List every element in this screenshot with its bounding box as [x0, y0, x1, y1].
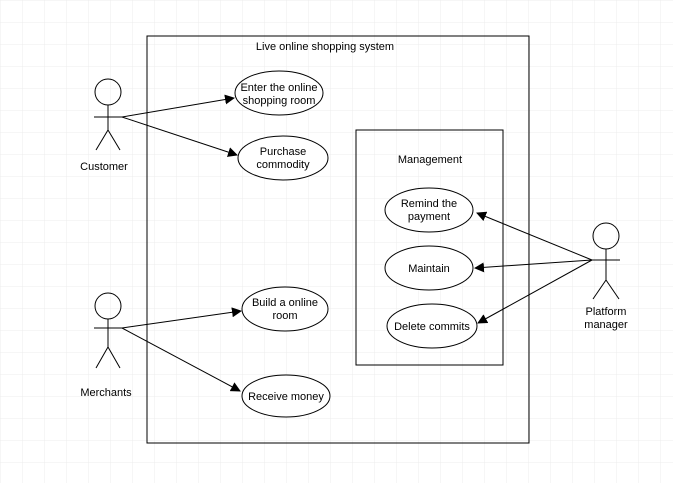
association-customer-enter-room [121, 94, 235, 118]
use-case-remind-payment-line2: payment [408, 211, 450, 223]
use-case-enter-room-line2: shopping room [243, 95, 316, 107]
use-case-delete-commits: Delete commits [386, 303, 478, 349]
use-case-maintain: Maintain [384, 245, 474, 291]
actor-platform-manager [592, 222, 620, 300]
use-case-remind-payment: Remind the payment [384, 187, 474, 233]
association-manager-remind-payment [476, 211, 593, 261]
use-case-maintain-line1: Maintain [408, 263, 450, 275]
management-boundary [355, 129, 504, 366]
association-merchants-receive-money [121, 327, 241, 392]
use-case-purchase-line1: Purchase [260, 146, 306, 158]
use-case-build-room-line2: room [272, 310, 297, 322]
management-title: Management [398, 154, 462, 166]
use-case-receive-money-line1: Receive money [248, 391, 324, 403]
use-case-purchase: Purchase commodity [237, 135, 329, 181]
actor-merchants-label: Merchants [80, 387, 132, 399]
actor-customer [94, 78, 122, 151]
use-case-receive-money: Receive money [241, 374, 331, 418]
actor-merchants [94, 292, 122, 369]
system-title: Live online shopping system [256, 41, 394, 53]
use-case-remind-payment-line1: Remind the [401, 198, 457, 210]
use-case-delete-commits-line1: Delete commits [394, 321, 470, 333]
use-case-purchase-line2: commodity [256, 159, 310, 171]
association-merchants-build-room [121, 307, 242, 329]
actor-platform-manager-label-line1: Platform [586, 306, 627, 318]
use-case-enter-room: Enter the online shopping room [234, 70, 324, 116]
association-customer-purchase [121, 116, 238, 157]
actor-platform-manager-label-line2: manager [584, 319, 628, 331]
use-case-build-room: Build a online room [241, 286, 329, 332]
association-manager-delete-commits [477, 259, 593, 324]
actor-customer-label: Customer [80, 161, 128, 173]
system-boundary [146, 35, 530, 444]
use-case-enter-room-line1: Enter the online [240, 82, 317, 94]
association-manager-maintain [474, 259, 593, 273]
use-case-build-room-line1: Build a online [252, 297, 318, 309]
